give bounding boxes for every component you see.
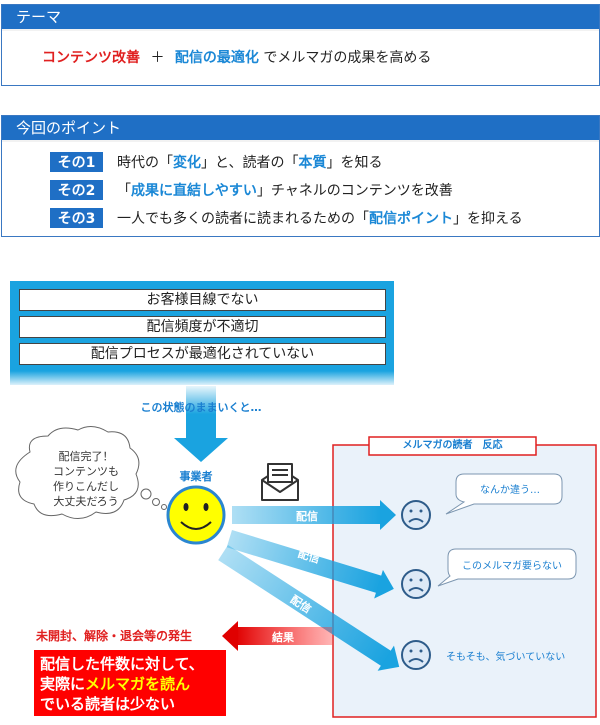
readers-title: メルマガの読者 反応 (402, 440, 503, 451)
point-text: 一人でも多くの読者に読まれるための「 (117, 211, 369, 227)
reaction-text: そもそも、気づいていない (446, 652, 566, 663)
reaction-bubble (437, 548, 577, 587)
outcome-box (34, 650, 226, 716)
point-highlight: 変化 (173, 155, 201, 171)
outcome-box-text: 配信した件数に対して、 実際にメルマガを読ん でいる読者は少ない (40, 655, 204, 713)
problem-item: お客様目線でない (19, 289, 386, 311)
envelope-icon (261, 463, 299, 501)
theme-part-rest: でメルマガの成果を高める (263, 50, 432, 66)
problem-container-fade (10, 371, 394, 385)
theme-part-content: コンテンツ改善 (42, 50, 140, 66)
down-arrow-shaft (186, 414, 216, 440)
theme-statement: コンテンツ改善 ＋ 配信の最適化 でメルマガの成果を高める (42, 47, 431, 67)
point-badge: その1 (50, 152, 103, 172)
thought-cloud (15, 426, 167, 519)
down-arrow-head (174, 438, 228, 462)
business-label: 事業者 (179, 470, 213, 483)
theme-header: テーマ (2, 5, 599, 31)
delivery-label: 配信 (296, 510, 318, 523)
point-text: 」と、読者の「 (201, 155, 299, 171)
delivery-arrow-2 (226, 530, 394, 599)
delivery-arrow-3 (218, 545, 400, 671)
reaction-bubble (445, 473, 563, 515)
state-label: この状態のままいくと… (140, 401, 262, 414)
thought-text: 配信完了！ コンテンツも 作りこんだし 大丈夫だろう (53, 450, 119, 508)
down-arrow-fade (186, 386, 216, 414)
outcome-headline: 未開封、解除・退会等の発生 (36, 629, 193, 643)
point-row-2: その2 「成果に直結しやすい」チャネルのコンテンツを改善 (50, 180, 453, 200)
point-row-3: その3 一人でも多くの読者に読まれるための「配信ポイント」を抑える (50, 208, 523, 228)
points-header: 今回のポイント (2, 116, 599, 142)
reaction-text: なんか違う… (480, 485, 540, 496)
sad-face-icon (401, 500, 431, 530)
reaction-text: このメルマガ要らない (462, 561, 562, 572)
theme-panel: テーマ コンテンツ改善 ＋ 配信の最適化 でメルマガの成果を高める (1, 4, 600, 86)
result-label: 結果 (272, 631, 294, 644)
point-badge: その2 (50, 180, 103, 200)
theme-plus: ＋ (150, 50, 165, 66)
sad-face-icon (401, 640, 431, 670)
point-badge: その3 (50, 208, 103, 228)
point-text: 時代の「 (117, 155, 173, 171)
point-row-1: その1 時代の「変化」と、読者の「本質」を知る (50, 152, 382, 172)
point-highlight: 成果に直結しやすい (131, 183, 257, 199)
problem-item: 配信プロセスが最適化されていない (19, 343, 386, 365)
sad-face-icon (401, 569, 431, 599)
delivery-arrow-1 (232, 500, 396, 530)
point-text: 」を抑える (453, 211, 523, 227)
point-highlight: 本質 (298, 155, 327, 171)
point-text: 」を知る (326, 155, 383, 171)
theme-part-delivery: 配信の最適化 (174, 50, 259, 66)
points-panel: 今回のポイント その1 時代の「変化」と、読者の「本質」を知る その2 「成果に… (1, 115, 600, 237)
point-text: 」チャネルのコンテンツを改善 (256, 183, 453, 199)
smiley-face-icon (166, 485, 226, 545)
readers-title-box (368, 436, 537, 456)
point-highlight: 配信ポイント (369, 211, 453, 227)
point-text: 「 (117, 183, 131, 199)
result-arrow (222, 621, 332, 651)
problem-item: 配信頻度が不適切 (19, 316, 386, 338)
